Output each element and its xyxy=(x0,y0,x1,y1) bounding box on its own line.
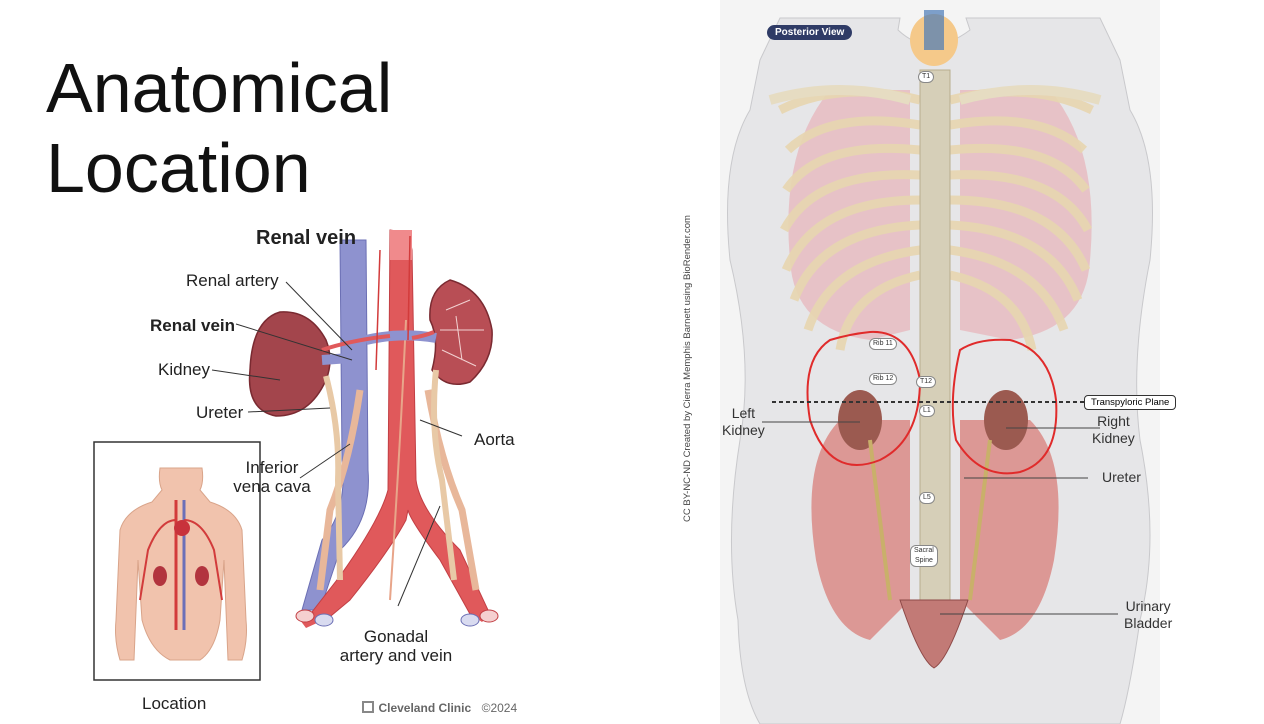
right-kidney-circle xyxy=(951,338,1058,475)
label-renal-artery: Renal artery xyxy=(186,271,279,290)
main-vessels xyxy=(295,229,499,628)
label-inferior-vena-cava: Inferior vena cava xyxy=(233,458,311,496)
cleveland-clinic-logo-icon xyxy=(362,701,374,713)
marker-t12: T12 xyxy=(916,376,937,388)
left-kidney-shape xyxy=(838,390,882,450)
label-ureter: Ureter xyxy=(196,403,244,422)
location-inset-body xyxy=(115,467,247,661)
right-kidney-shape xyxy=(984,390,1028,450)
location-inset-frame xyxy=(93,441,261,681)
posterior-view-badge: Posterior View xyxy=(767,25,853,40)
marker-l5: L5 xyxy=(919,492,935,504)
slide-title: Anatomical Location xyxy=(46,48,392,208)
label-left-kidney: Left Kidney xyxy=(722,405,765,438)
label-ureter-right: Ureter xyxy=(1102,469,1141,485)
biorender-credit: CC BY-NC-ND Created by Cierra Memphis Ba… xyxy=(682,215,693,522)
right-leader-lines xyxy=(762,421,1118,615)
marker-rib12: Rib 12 xyxy=(869,373,898,385)
brand-credit: Cleveland Clinic ©2024 xyxy=(362,699,517,717)
marker-sacral-spine: Sacral Spine xyxy=(910,545,938,567)
spine xyxy=(919,69,951,611)
brand-name: Cleveland Clinic xyxy=(378,701,472,715)
marker-rib11: Rib 11 xyxy=(869,338,897,350)
marker-l1: L1 xyxy=(919,405,935,417)
renal-vein-illustration xyxy=(93,229,499,681)
brand-copyright: ©2024 xyxy=(481,701,518,715)
left-kidney-circle xyxy=(806,330,922,466)
label-gonadal-artery-and-vein: Gonadal artery and vein xyxy=(339,627,453,665)
title-line-2: Location xyxy=(46,129,311,207)
inset-caption: Location xyxy=(142,694,207,713)
label-urinary-bladder: Urinary Bladder xyxy=(1124,598,1173,631)
title-line-1: Anatomical xyxy=(46,49,393,127)
label-aorta: Aorta xyxy=(474,430,515,449)
transpyloric-plane-label: Transpyloric Plane xyxy=(1084,395,1177,410)
label-renal-vein: Renal vein xyxy=(150,316,236,335)
posterior-view-illustration xyxy=(720,0,1160,724)
marker-t1: T1 xyxy=(918,71,935,83)
left-figure-title: Renal vein xyxy=(256,227,357,249)
label-right-kidney: Right Kidney xyxy=(1092,413,1135,446)
leader-lines xyxy=(211,281,463,607)
kidneys xyxy=(248,235,493,581)
label-kidney: Kidney xyxy=(158,360,210,379)
